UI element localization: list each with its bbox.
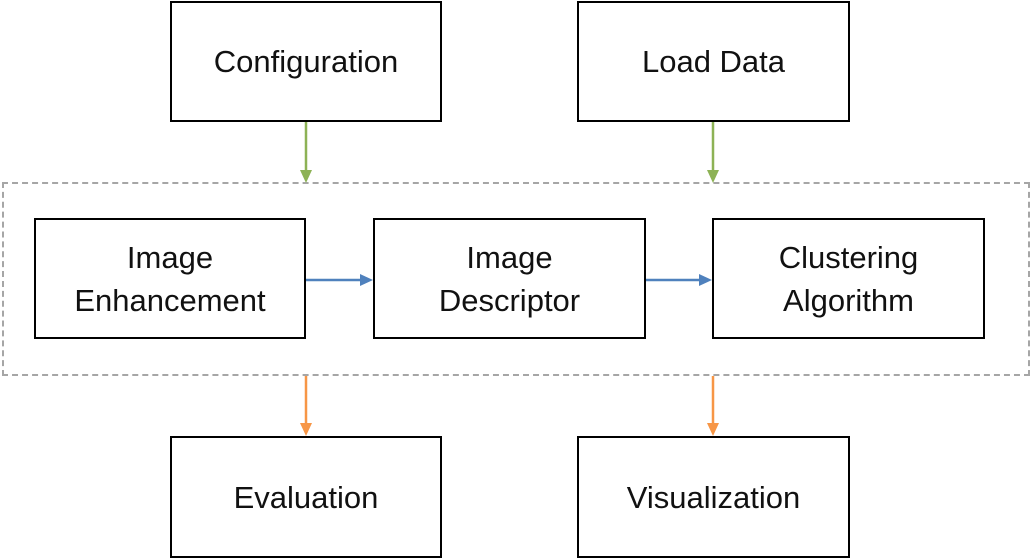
arrowhead-pipeline-to-evaluation — [300, 423, 312, 436]
image-enhancement-box: Image Enhancement — [34, 218, 306, 339]
evaluation-box: Evaluation — [170, 436, 442, 558]
clustering-algorithm-label-line2: Algorithm — [783, 282, 914, 318]
image-descriptor-label-line2: Descriptor — [438, 282, 581, 318]
arrowhead-descriptor-to-clustering — [699, 274, 712, 286]
clustering-algorithm-label-line1: Clustering — [778, 239, 919, 275]
image-enhancement-label-line1: Image — [126, 239, 214, 275]
image-enhancement-label-line2: Enhancement — [74, 282, 266, 318]
arrowhead-load-data-to-pipeline — [707, 170, 719, 183]
visualization-box: Visualization — [577, 436, 850, 558]
visualization-label: Visualization — [626, 479, 801, 515]
clustering-algorithm-box: Clustering Algorithm — [712, 218, 985, 339]
arrowhead-pipeline-to-visualization — [707, 423, 719, 436]
image-descriptor-box: Image Descriptor — [373, 218, 646, 339]
image-descriptor-label-line1: Image — [466, 239, 553, 275]
load-data-box: Load Data — [577, 1, 850, 122]
arrowhead-enhancement-to-descriptor — [360, 274, 373, 286]
evaluation-label: Evaluation — [233, 479, 379, 515]
configuration-label: Configuration — [213, 44, 399, 79]
configuration-box: Configuration — [170, 1, 442, 122]
pipeline-group — [2, 182, 1030, 376]
load-data-label: Load Data — [641, 44, 786, 79]
arrowhead-configuration-to-pipeline — [300, 170, 312, 183]
